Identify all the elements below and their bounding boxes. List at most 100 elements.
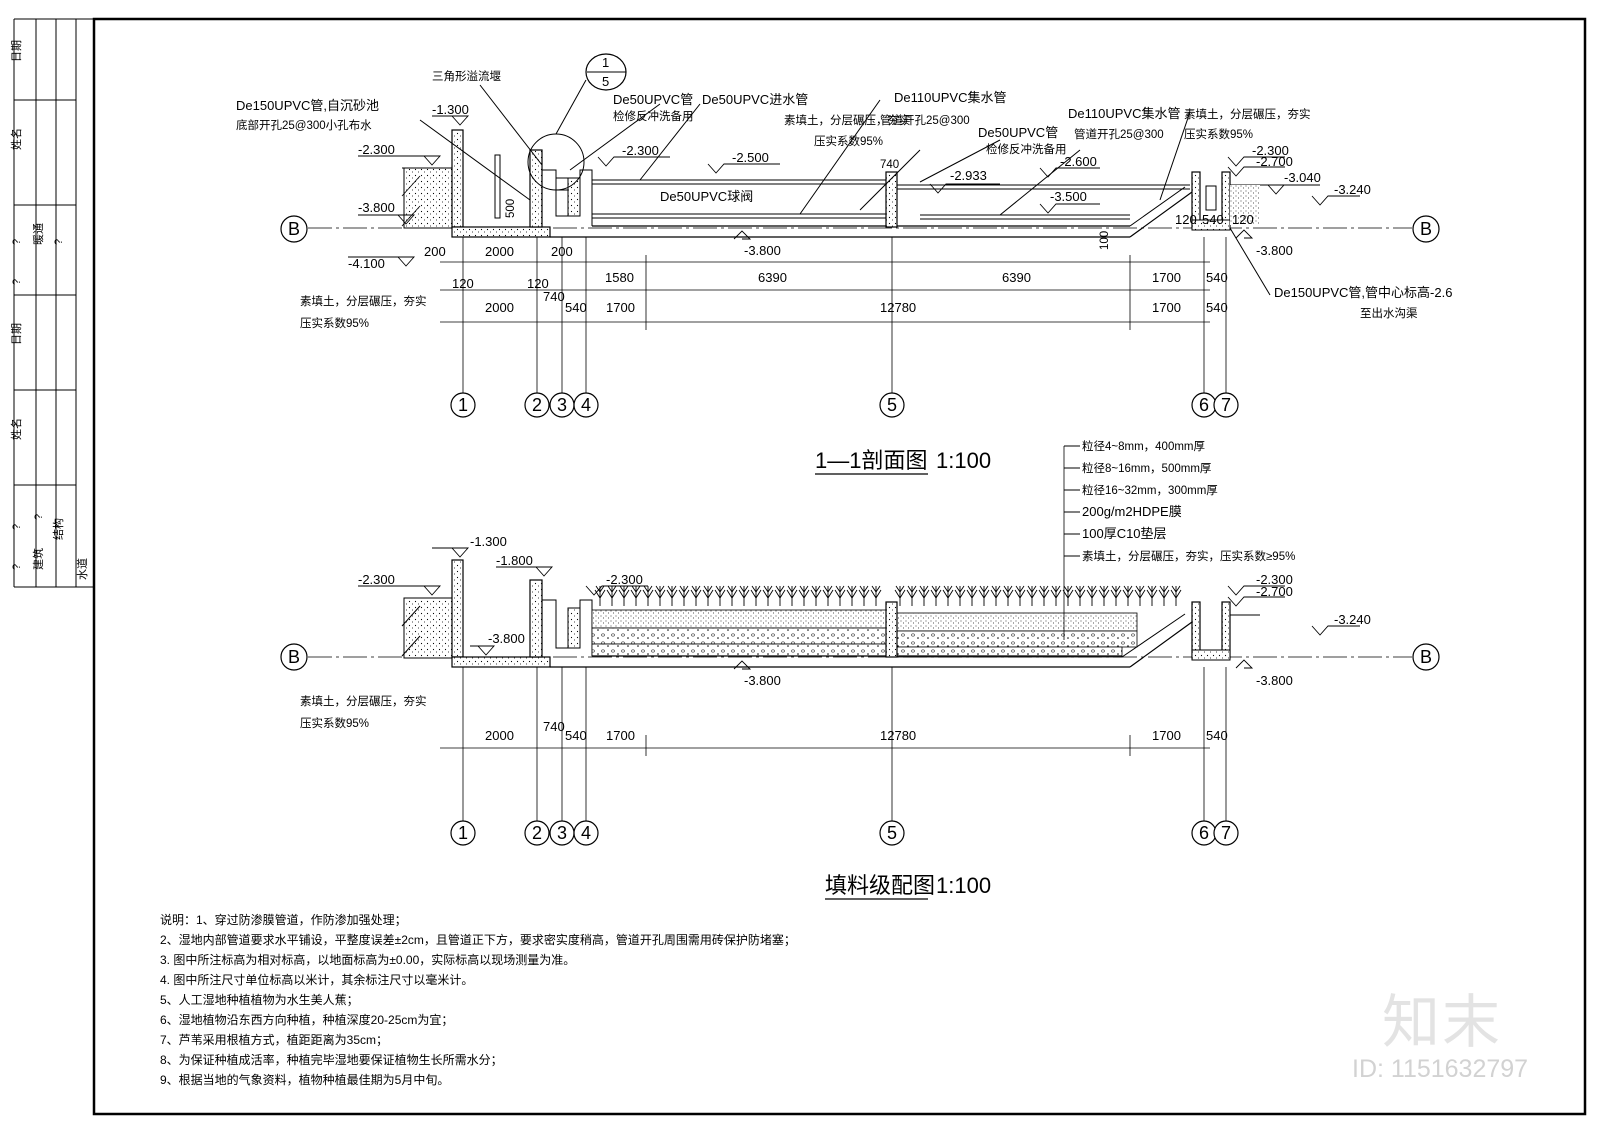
tb-label-13: 水道 [75, 558, 89, 580]
s1-grid-label-6: 6 [1199, 395, 1209, 415]
s1-elev-11: -2.300 [1252, 143, 1289, 158]
s2-dim-540b: 540 [1206, 728, 1228, 743]
reed-plant-icon [606, 585, 618, 606]
s1-grid-circle-5 [879, 392, 905, 418]
s1-collect2-label-a: De110UPVC集水管 [1068, 106, 1180, 121]
tb-label-12: ? [33, 514, 45, 520]
s2-elev-4: -2.300 [606, 572, 643, 587]
s2-axis-label-left: B [288, 647, 300, 667]
reed-plant-icon [918, 585, 930, 606]
tb-label-5: ? [11, 279, 23, 285]
s1-outlet-label-a: De150UPVC管,管中心标高-2.6 [1274, 285, 1452, 300]
s1-elev-9: -3.500 [1050, 189, 1087, 204]
section-1-scale: 1:100 [936, 448, 991, 473]
s2-layer-3: 200g/m2HDPE膜 [1082, 504, 1182, 519]
reed-plant-icon [930, 585, 942, 606]
s1-dim-120d: 120 [1232, 212, 1254, 227]
reed-plant-icon [1170, 585, 1182, 606]
s2-grid-label-4: 4 [581, 823, 591, 843]
reed-plant-icon [666, 585, 678, 606]
section-1-elev-labels: -1.300 -2.300 -3.800 -4.100 -2.300 -2.50… [348, 102, 1371, 271]
tb-label-7: 姓名 [9, 418, 23, 440]
reed-plant-icon [954, 585, 966, 606]
s2-fill-label-a: 素填土，分层碾压，夯实 [300, 694, 427, 708]
s1-grid-label-4: 4 [581, 395, 591, 415]
note-line: 说明：1、穿过防渗膜管道，作防渗加强处理； [160, 913, 407, 927]
s1-elev-7: -2.933 [950, 168, 987, 183]
reed-plant-icon [810, 585, 822, 606]
reed-plant-icon [1086, 585, 1098, 606]
reed-plant-icon [1110, 585, 1122, 606]
reed-plant-icon [1050, 585, 1062, 606]
s2-elev-1: -1.300 [470, 534, 507, 549]
s1-dim-740-vert: 740 [880, 159, 899, 171]
s1-dimb-2000: 2000 [485, 300, 514, 315]
s2-elev-6: -3.800 [744, 673, 781, 688]
section-2-scale: 1:100 [936, 873, 991, 898]
s2-elev-3: -2.300 [358, 572, 395, 587]
reed-plant-icon [618, 585, 630, 606]
s2-dim-1700a: 1700 [606, 728, 635, 743]
s1-elev-2: -2.300 [358, 142, 395, 157]
s1-detail-bot: 5 [602, 74, 609, 89]
s1-dim-1580: 1580 [605, 270, 634, 285]
section-1-elev-markers [348, 115, 1360, 267]
note-line: 6、湿地植物沿东西方向种植，种植深度20-25cm为宜； [160, 1013, 454, 1027]
s1-dimb-540b: 540 [1206, 300, 1228, 315]
reed-plant-icon [1122, 585, 1134, 606]
reed-plant-icon [762, 585, 774, 606]
reed-plant-icon [738, 585, 750, 606]
s2-dim-2000: 2000 [485, 728, 514, 743]
tb-label-2: ? [11, 239, 23, 245]
s1-elev-3: -3.800 [358, 200, 395, 215]
tb-label-1: 姓名 [9, 128, 23, 150]
s1-outlet-label-b: 至出水沟渠 [1360, 306, 1418, 320]
section-2-title: 填料级配图 [825, 873, 935, 898]
s1-elev-1: -1.300 [432, 102, 469, 117]
s2-axis-b-right [1412, 643, 1440, 671]
s1-grid-label-7: 7 [1221, 395, 1231, 415]
section-2-drawing [308, 445, 1412, 668]
title-block-labels: 日期 姓名 ? 暖通 ? ? 日期 姓名 ? ? 建筑 结构 ? 水道 [9, 40, 89, 580]
s1-dim-500: 500 [505, 199, 517, 218]
reed-plant-icon [690, 585, 702, 606]
s1-leftfill-label-a: 素填土，分层碾压，夯实 [300, 294, 427, 308]
reed-plant-icon [990, 585, 1002, 606]
s1-axis-label-right: B [1420, 219, 1432, 239]
s1-elev-15: -3.800 [1256, 243, 1293, 258]
reed-plant-icon [870, 585, 882, 606]
reed-plant-icon [726, 585, 738, 606]
tb-label-0: 日期 [10, 40, 23, 62]
s1-grid-circle-4 [573, 392, 599, 418]
s1-grid-label-5: 5 [887, 395, 897, 415]
s1-pipe50-label-a: De50UPVC管 [613, 92, 693, 107]
tb-label-6: 日期 [10, 323, 23, 345]
reed-plant-icon [966, 585, 978, 606]
s1-dimb-1700b: 1700 [1152, 300, 1181, 315]
s2-elev-7: -2.300 [1256, 572, 1293, 587]
section-2-layer-labels: 粒径4~8mm，400mm厚 粒径8~16mm，500mm厚 粒径16~32mm… [300, 439, 1295, 730]
s1-axis-label-left: B [288, 219, 300, 239]
reed-plant-icon [1074, 585, 1086, 606]
section-1-dim-labels: 200 2000 200 740 120 120 1580 6390 6390 … [424, 159, 1254, 315]
reed-plant-icon [906, 585, 918, 606]
reed-plant-icon [1158, 585, 1170, 606]
s2-fill-label-b: 压实系数95% [300, 716, 369, 730]
s1-dim-120b: 120 [527, 276, 549, 291]
reed-plant-icon [1026, 585, 1038, 606]
s2-grid-circle-2 [524, 820, 550, 846]
s1-dim-6390b: 6390 [1002, 270, 1031, 285]
s2-layer-1: 粒径8~16mm，500mm厚 [1082, 461, 1211, 475]
s1-pipe150-label-b: 底部开孔25@300小孔布水 [236, 118, 372, 132]
note-line: 8、为保证种植成活率，种植完毕湿地要保证植物生长所需水分； [160, 1053, 503, 1067]
section-2-grid-labels: 1 2 3 4 5 6 7 B B [288, 647, 1432, 843]
notes-block: 说明：1、穿过防渗膜管道，作防渗加强处理； 2、湿地内部管道要求水平铺设，平整度… [160, 910, 796, 1090]
reed-plant-icon [942, 585, 954, 606]
reed-plant-icon [594, 585, 606, 606]
s1-weir-label: 三角形溢流堰 [432, 69, 501, 83]
s2-layer-5: 素填土，分层碾压，夯实，压实系数≥95% [1082, 549, 1295, 563]
s1-fill2-label-a: 素填土，分层碾压，夯实 [1184, 107, 1311, 121]
s1-dim-740a: 740 [543, 289, 565, 304]
s1-elev-4: -4.100 [348, 256, 385, 271]
